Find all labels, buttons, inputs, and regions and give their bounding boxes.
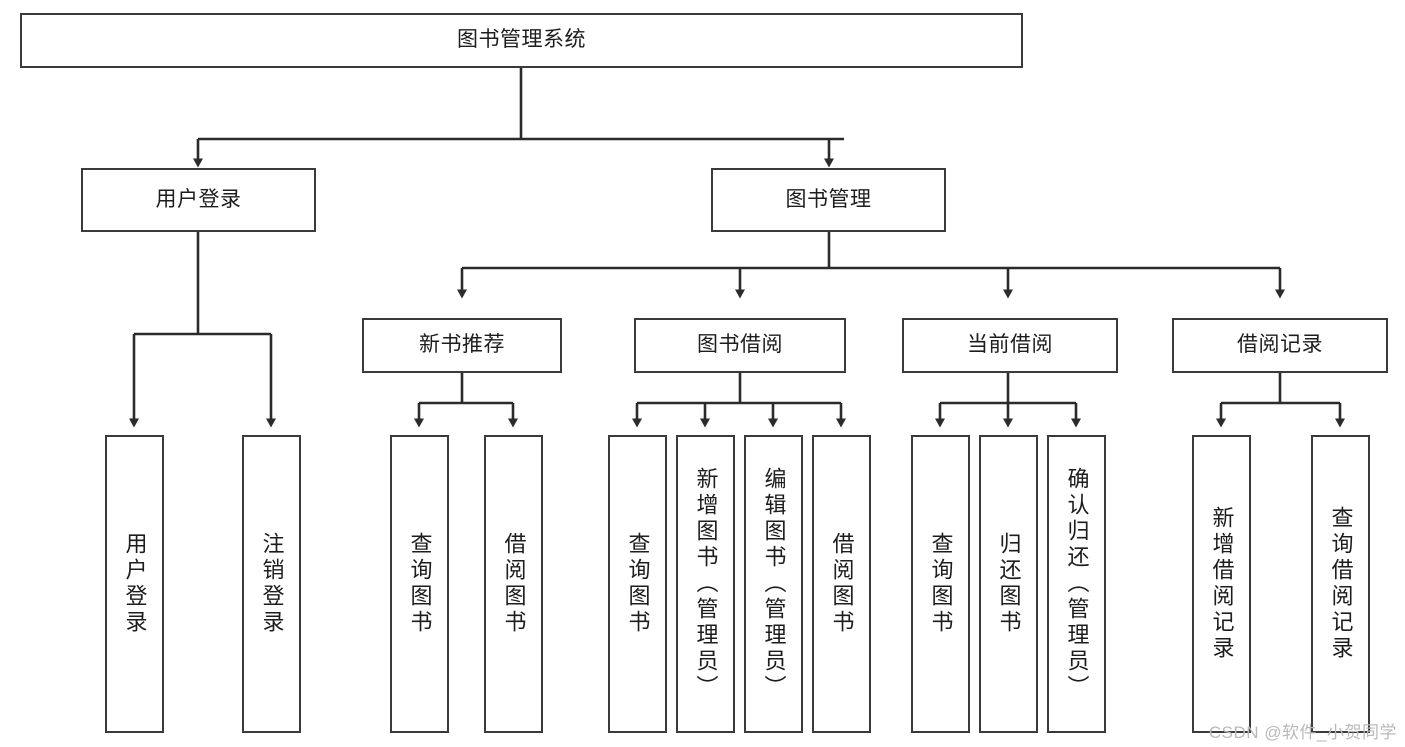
- node-label-book-manage: 图书管理: [785, 187, 872, 211]
- edges-newbook-to-leaves: [414, 373, 518, 428]
- node-label-leaf-confirm-return: 确认归还（管理员）: [1064, 467, 1090, 701]
- node-label-leaf-borrow-book-2: 借阅图书: [829, 532, 855, 636]
- edges-bookborrow-to-leaves: [632, 373, 846, 428]
- node-leaf-borrow-book-1[interactable]: 借阅图书: [484, 435, 543, 733]
- node-label-leaf-return-book: 归还图书: [996, 532, 1022, 636]
- node-label-leaf-user-login: 用户登录: [122, 532, 148, 636]
- node-borrow-record[interactable]: 借阅记录: [1172, 318, 1388, 373]
- node-label-current-borrow: 当前借阅: [967, 333, 1053, 357]
- node-label-book-borrow: 图书借阅: [697, 333, 783, 357]
- node-label-new-book-recommend: 新书推荐: [419, 333, 505, 357]
- node-leaf-logout-login[interactable]: 注销登录: [242, 435, 301, 733]
- node-leaf-query-book-1[interactable]: 查询图书: [390, 435, 449, 733]
- edges-userlogin-to-leaves: [129, 232, 276, 428]
- node-book-manage[interactable]: 图书管理: [711, 168, 946, 232]
- edges-bookmanage-to-level3: [457, 232, 1285, 299]
- edges-currentborrow-to-leaves: [935, 373, 1081, 428]
- node-root-system[interactable]: 图书管理系统: [20, 13, 1023, 68]
- node-leaf-add-book[interactable]: 新增图书（管理员）: [676, 435, 735, 733]
- node-leaf-query-book-3[interactable]: 查询图书: [911, 435, 970, 733]
- node-label-user-login: 用户登录: [155, 187, 242, 211]
- csdn-watermark: CSDN @软件_小贺同学: [1208, 723, 1397, 742]
- node-book-borrow[interactable]: 图书借阅: [634, 318, 846, 373]
- node-leaf-return-book[interactable]: 归还图书: [979, 435, 1038, 733]
- edges-root-to-level2: [193, 67, 844, 168]
- node-new-book-recommend[interactable]: 新书推荐: [362, 318, 562, 373]
- node-label-borrow-record: 借阅记录: [1237, 333, 1323, 357]
- node-leaf-user-login[interactable]: 用户登录: [105, 435, 164, 733]
- node-leaf-borrow-book-2[interactable]: 借阅图书: [812, 435, 871, 733]
- node-label-leaf-logout-login: 注销登录: [259, 532, 285, 636]
- node-label-leaf-borrow-book-1: 借阅图书: [501, 532, 527, 636]
- node-leaf-query-record[interactable]: 查询借阅记录: [1311, 435, 1370, 733]
- node-leaf-query-book-2[interactable]: 查询图书: [608, 435, 667, 733]
- node-label-leaf-query-book-1: 查询图书: [407, 532, 433, 636]
- node-label-leaf-add-record: 新增借阅记录: [1209, 506, 1235, 662]
- node-current-borrow[interactable]: 当前借阅: [902, 318, 1118, 373]
- node-label-leaf-edit-book: 编辑图书（管理员）: [761, 467, 787, 701]
- edges-borrowrecord-to-leaves: [1216, 373, 1345, 428]
- node-label-root: 图书管理系统: [457, 28, 586, 52]
- node-label-leaf-query-book-2: 查询图书: [625, 532, 651, 636]
- node-user-login[interactable]: 用户登录: [81, 168, 316, 232]
- node-label-leaf-add-book: 新增图书（管理员）: [693, 467, 719, 701]
- node-leaf-add-record[interactable]: 新增借阅记录: [1192, 435, 1251, 733]
- node-leaf-edit-book[interactable]: 编辑图书（管理员）: [744, 435, 803, 733]
- node-label-leaf-query-book-3: 查询图书: [928, 532, 954, 636]
- node-label-leaf-query-record: 查询借阅记录: [1328, 506, 1354, 662]
- node-leaf-confirm-return[interactable]: 确认归还（管理员）: [1047, 435, 1106, 733]
